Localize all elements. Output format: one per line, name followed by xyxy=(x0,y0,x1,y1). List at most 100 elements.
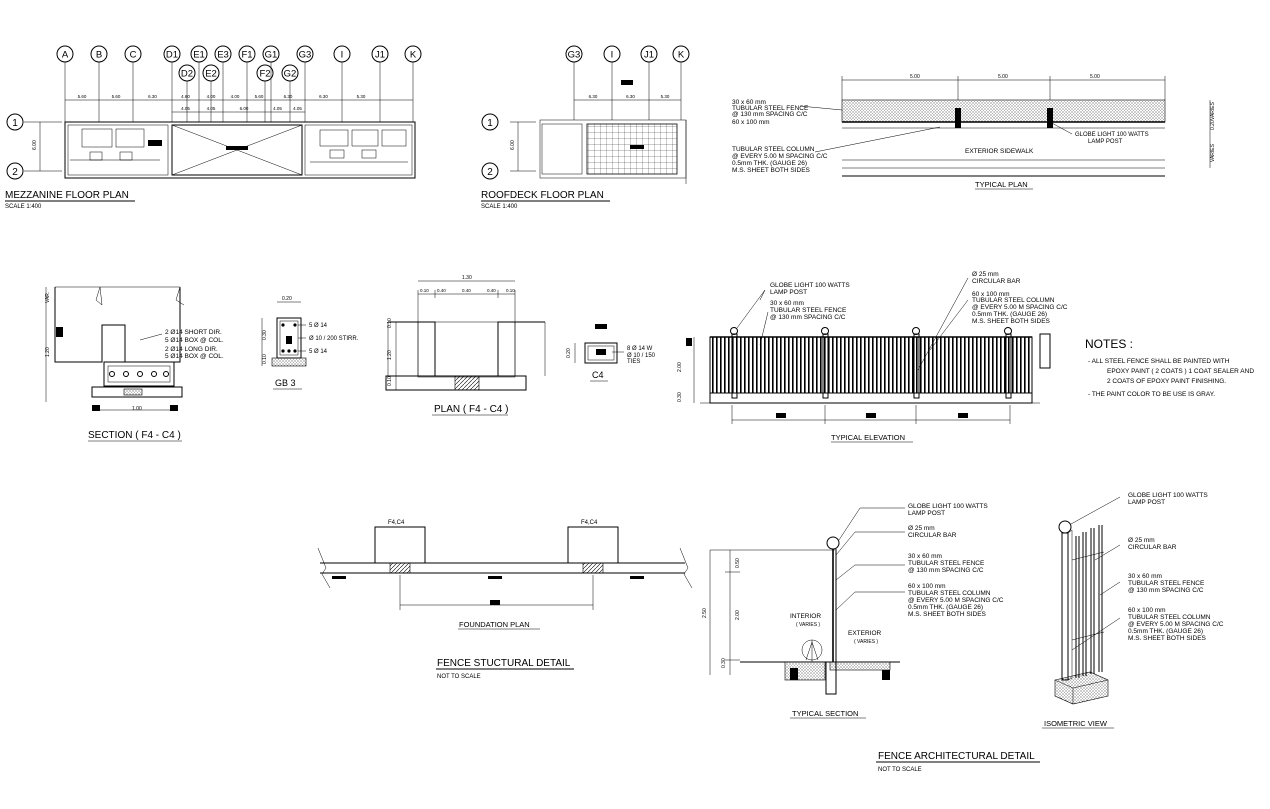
drawing-title: FENCE ARCHITECTURAL DETAIL xyxy=(878,751,1035,762)
grid-bubble-row-1 xyxy=(481,113,499,131)
interior-label: ( VARIES ) xyxy=(796,622,820,628)
isometric-view: GLOBE LIGHT 100 WATTS LAMP POST Ø 25 mm … xyxy=(1042,492,1224,729)
dimension-text: 4.05 xyxy=(273,106,282,111)
note-text: 0.5mm THK. (GAUGE 26) xyxy=(972,311,1047,318)
note-text: Ø 25 mm xyxy=(972,271,999,278)
dimension-text: 5.30 xyxy=(357,94,366,99)
grid-label: G3 xyxy=(299,50,312,61)
grid-bubble-row-2 xyxy=(481,162,499,180)
drawing-title: TYPICAL SECTION xyxy=(792,709,858,718)
note-text: 0.5mm THK. (GAUGE 26) xyxy=(732,160,807,167)
dimension-text: VAR. xyxy=(45,292,51,303)
dimension-text: 0.30 xyxy=(677,392,683,402)
dimension-text: 5.00 xyxy=(1090,74,1100,80)
drawing-title: ROOFDECK FLOOR PLAN xyxy=(481,190,604,201)
note-text: M.S. SHEET BOTH SIDES xyxy=(1128,635,1207,642)
grid-label: J1 xyxy=(375,50,385,61)
dimension-text: 0.30 xyxy=(262,330,268,340)
dimension-text: 4.60 xyxy=(181,94,190,99)
dimension-text: 5.00 xyxy=(998,74,1008,80)
drawing-scale: NOT TO SCALE xyxy=(878,767,922,773)
note-text: TUBULAR STEEL COLUMN xyxy=(732,146,815,153)
note-text: @ 130 mm SPACING C/C xyxy=(1128,587,1204,594)
dimension-text: 6.00 xyxy=(32,140,38,150)
note-text: 30 x 60 mm xyxy=(770,300,804,307)
dimension-text: VARIES xyxy=(1210,143,1216,162)
rebar-note: 5 Ø 14 xyxy=(309,349,328,355)
dimension-text: 0.20 xyxy=(566,348,572,358)
dimension-text: 6.30 xyxy=(284,94,293,99)
grid-row-label: 1 xyxy=(12,118,18,129)
drawing-title: MEZZANINE FLOOR PLAN xyxy=(5,190,129,201)
sidewalk-strip xyxy=(841,99,1166,123)
dimension-text: 2.00 xyxy=(735,610,741,620)
note-text: GLOBE LIGHT 100 WATTS xyxy=(1128,492,1208,499)
dimension-text: 1.20 xyxy=(387,350,393,360)
note-text: Ø 25 mm xyxy=(1128,537,1155,544)
note-text: GLOBE LIGHT 100 WATTS xyxy=(908,503,988,510)
note-text: 60 x 100 mm xyxy=(732,119,770,126)
dimension-text: 0.40 xyxy=(437,288,446,293)
grid-label: G2 xyxy=(284,69,297,80)
grid-row-label: 2 xyxy=(487,167,493,178)
note-text: @ EVERY 5.00 M SPACING C/C xyxy=(972,304,1068,311)
drawing-title: GB 3 xyxy=(275,378,296,388)
note-text: M.S. SHEET BOTH SIDES xyxy=(732,167,811,174)
grid-bubble-row-1 xyxy=(6,113,24,131)
section-f4-c4: VAR. 1.20 1.00 2 Ø14 SHORT DIR. 5 Ø14 BO… xyxy=(45,286,224,442)
note-text: M.S. SHEET BOTH SIDES xyxy=(908,611,987,618)
dimension-text: 5.60 xyxy=(78,94,87,99)
dimension-text: 5.30 xyxy=(661,94,670,99)
dimension-text: 0.30 xyxy=(721,658,727,668)
note-text: 0.5mm THK. (GAUGE 26) xyxy=(908,604,983,611)
grid-label: B xyxy=(96,50,102,61)
grid-label: E3 xyxy=(217,50,229,61)
grid-label: G1 xyxy=(265,50,278,61)
rebar-note: 2 Ø14 SHORT DIR. xyxy=(165,329,222,336)
globe-light xyxy=(1058,520,1072,534)
note-text: CIRCULAR BAR xyxy=(972,278,1021,285)
grid-label: E1 xyxy=(193,50,205,61)
note-text: @ 130 mm SPACING C/C xyxy=(770,314,846,321)
note-text: GLOBE LIGHT 100 WATTS xyxy=(770,282,850,289)
note-text: 60 x 100 mm xyxy=(908,583,946,590)
column-c4: 0.20 8 Ø 14 W Ø 10 / 150 TIES C4 xyxy=(566,324,656,382)
notes-heading: NOTES : xyxy=(1085,337,1133,351)
roofdeck-grid-area xyxy=(586,123,678,175)
note-text: 30 x 60 mm xyxy=(1128,573,1162,580)
dimension-text: 0.10 xyxy=(262,354,268,364)
architectural-title: FENCE ARCHITECTURAL DETAIL NOT TO SCALE xyxy=(876,751,1040,773)
fence-bars xyxy=(709,336,1033,394)
dimension-text: 4.00 xyxy=(207,94,216,99)
note-text: 60 x 100 mm xyxy=(1128,607,1166,614)
dimension-text: 0.20 xyxy=(282,296,292,302)
note-text: TUBULAR STEEL FENCE xyxy=(732,105,809,112)
note-text: Ø 25 mm xyxy=(908,525,935,532)
rebar-note: 8 Ø 14 W xyxy=(627,346,653,352)
grid-row-label: 1 xyxy=(487,118,493,129)
note-line: EPOXY PAINT ( 2 COATS ) 1 COAT SEALER AN… xyxy=(1107,368,1254,375)
sidewalk-label: EXTERIOR SIDEWALK xyxy=(965,148,1034,155)
note-text: 60 x 100 mm xyxy=(972,291,1010,298)
mezzanine-outline xyxy=(64,121,416,179)
dimension-text: 6.30 xyxy=(319,94,328,99)
drawing-title: TYPICAL ELEVATION xyxy=(831,433,905,442)
note-text: TUBULAR STEEL FENCE xyxy=(908,560,985,567)
grid-label: J1 xyxy=(644,50,654,61)
grid-label: I xyxy=(611,50,614,61)
drawing-title: C4 xyxy=(592,370,604,380)
grid-label: G3 xyxy=(568,50,581,61)
note-text: LAMP POST xyxy=(908,510,945,517)
dimension-text: 4.05 xyxy=(207,106,216,111)
dimension-text: 5.00 xyxy=(910,74,920,80)
dimension-text: 0.40 xyxy=(487,288,496,293)
note-text: 30 x 60 mm xyxy=(732,99,766,106)
footing-label: F4,C4 xyxy=(581,520,598,526)
drawing-scale: NOT TO SCALE xyxy=(437,674,481,680)
grid-label: F1 xyxy=(241,50,252,61)
dimension-text: 2.50 xyxy=(702,608,708,618)
